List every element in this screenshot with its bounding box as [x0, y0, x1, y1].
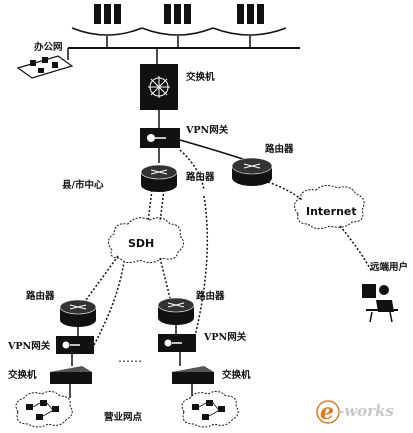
- internet-label: Internet: [306, 205, 357, 218]
- branch-label: 营业网点: [104, 411, 143, 423]
- left-lan-cloud-icon: [15, 390, 73, 428]
- left-vpn-label: VPN网关: [7, 340, 51, 352]
- server-3: [212, 4, 287, 36]
- sdh-mid-link: [159, 257, 171, 299]
- left-vpn-gateway-icon: [56, 336, 94, 354]
- core-switch-icon: [140, 64, 178, 110]
- router-internet-link: [267, 181, 303, 201]
- watermark-text: -works: [338, 402, 394, 420]
- vpn-to-internet-router-link: [179, 139, 247, 161]
- mid-switch-icon: [172, 366, 214, 384]
- vpn-center-dashed: [179, 149, 205, 191]
- mid-router-icon: [157, 297, 195, 325]
- center-sdh-link-a: [147, 189, 153, 223]
- center-router-icon: [140, 164, 178, 192]
- county-center-label: 县/市中心: [62, 179, 104, 191]
- internet-router-label: 路由器: [265, 143, 294, 155]
- mid-vpn-tunnel: [193, 195, 209, 341]
- vpn-gateway-top-label: VPN网关: [185, 124, 229, 136]
- left-router-label: 路由器: [26, 290, 55, 302]
- server-1: [71, 4, 143, 36]
- left-vpn-tunnel: [93, 261, 125, 346]
- mid-switch-label: 交换机: [222, 369, 251, 381]
- vpn-gateway-top-icon: [140, 128, 180, 148]
- mid-router-label: 路由器: [196, 290, 225, 302]
- remote-user-label: 远端用户: [370, 261, 408, 273]
- watermark-brand: e: [320, 399, 334, 425]
- left-switch-label: 交换机: [8, 369, 37, 381]
- mid-vpn-label: VPN网关: [203, 331, 247, 343]
- sdh-left-link: [85, 255, 119, 301]
- left-router-icon: [59, 299, 97, 327]
- mid-lan-cloud-icon: [181, 390, 239, 428]
- sdh-label: SDH: [128, 237, 154, 250]
- core-switch-label: 交换机: [186, 71, 215, 83]
- office-net-label: 办公网: [34, 41, 63, 53]
- center-sdh-link-b: [159, 189, 165, 223]
- center-router-label: 路由器: [186, 171, 215, 183]
- internet-remote-link: [339, 225, 373, 273]
- internet-router-icon: [231, 157, 273, 186]
- sdh-cloud-icon: [108, 217, 184, 264]
- left-switch-icon: [50, 366, 92, 384]
- eworks-watermark: e -works: [316, 399, 394, 425]
- remote-user-icon: [362, 284, 398, 323]
- mid-vpn-gateway-icon: [158, 334, 196, 352]
- ellipsis-label: ……: [118, 351, 142, 365]
- office-net-icon: [16, 55, 74, 79]
- server-2: [141, 4, 214, 36]
- internet-cloud-icon: [294, 184, 365, 230]
